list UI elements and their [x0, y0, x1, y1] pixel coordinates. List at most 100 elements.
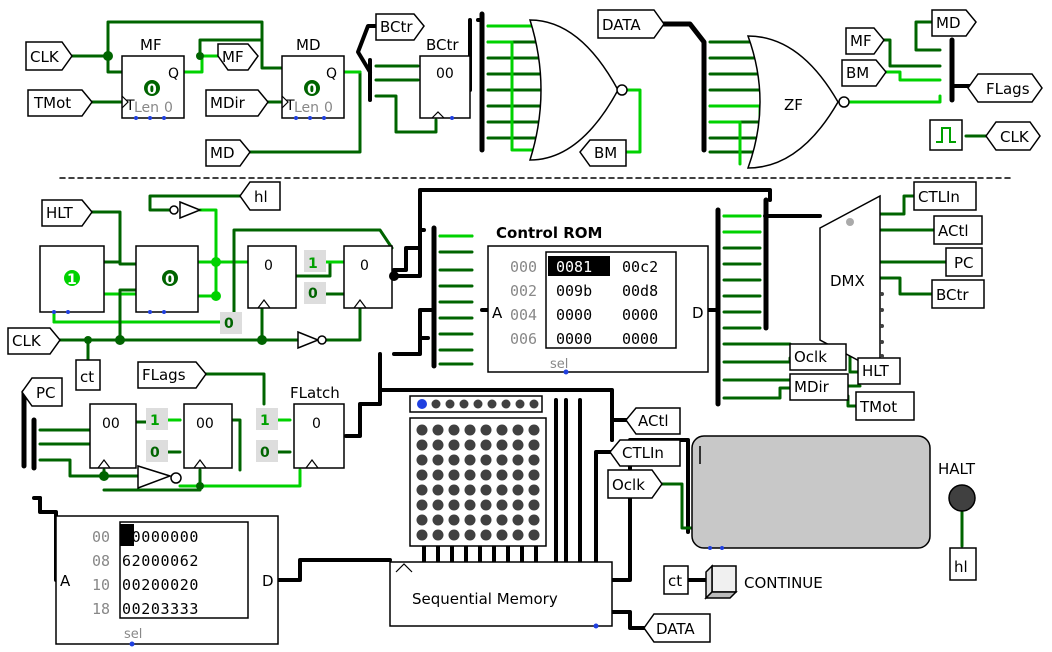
hl-pin-label-2: hl	[954, 558, 968, 576]
led-matrix-dot	[416, 529, 428, 541]
const-zero-4	[256, 440, 278, 462]
continue-button-bottom	[704, 591, 738, 599]
data-output-pin	[643, 613, 711, 643]
zf-nor-gate	[746, 35, 839, 169]
const-one-1	[304, 250, 326, 272]
bctr-register[interactable]	[419, 55, 471, 119]
mf-state-value: 0	[147, 82, 157, 98]
hlt-pin-label-2: HLT	[862, 362, 890, 380]
const-zero-3	[146, 440, 168, 462]
rom-cell-0-1: 00c2	[622, 258, 658, 276]
jk1-state-indicator	[64, 270, 80, 286]
mf-output-pin	[217, 43, 259, 71]
led-matrix-dot	[528, 514, 540, 526]
not-gate-clk-bubble	[317, 335, 327, 345]
continue-button[interactable]	[711, 565, 737, 593]
oclk-input-pin[interactable]	[607, 469, 663, 499]
mdir-pin-label-2: MDir	[794, 378, 830, 396]
hl-output-pin	[239, 181, 281, 211]
bctr-pin-label: BCtr	[380, 18, 413, 36]
ctlin-pin-label-2: CTLIn	[622, 444, 664, 462]
led-matrix-dot	[448, 424, 460, 436]
led-matrix-dot	[448, 439, 460, 451]
rom-cell-1-0: 009b	[556, 282, 592, 300]
rom-selected-cell	[548, 256, 610, 276]
led-matrix-dot	[432, 469, 444, 481]
led-matrix-dot	[480, 439, 492, 451]
md-len-label: Len	[294, 100, 319, 116]
pc-input-pin[interactable]	[21, 377, 63, 407]
mdir-input-pin[interactable]	[205, 89, 269, 117]
md-input-pin[interactable]	[205, 139, 251, 167]
control-rom-title: Control ROM	[496, 224, 602, 242]
led-matrix-dot	[480, 469, 492, 481]
d1-value: 0	[264, 258, 273, 274]
pc-register-2-value: 00	[196, 416, 214, 432]
led-matrix-dot	[416, 469, 428, 481]
rom-addr-1: 002	[510, 282, 537, 300]
led-matrix-dot	[448, 484, 460, 496]
flags-input-pin[interactable]	[137, 361, 207, 389]
actl-input-pin[interactable]	[625, 407, 681, 435]
const-zero-1	[304, 282, 326, 304]
ram-row-0: 00000000	[122, 528, 199, 546]
ctlin-output-pin	[913, 181, 977, 211]
ram-addr-1: 08	[92, 552, 110, 570]
led-matrix	[409, 417, 547, 547]
actl-pin-label-2: ACtl	[638, 412, 669, 430]
led-matrix-dot	[464, 454, 476, 466]
led-matrix-dot	[480, 514, 492, 526]
mf-len-label: Len	[134, 100, 159, 116]
pc-pin-label: PC	[954, 254, 974, 272]
led-matrix-dot	[512, 439, 524, 451]
led-matrix-dot	[528, 424, 540, 436]
pc-pin-label-2: PC	[36, 384, 56, 402]
bm-nor-gate	[528, 19, 619, 161]
data-input-pin[interactable]	[597, 9, 665, 39]
mf-q-label: Q	[168, 66, 179, 82]
clk-pin-label: CLK	[30, 48, 60, 66]
const-one-1-value: 1	[308, 256, 318, 272]
clock-generator[interactable]	[929, 119, 963, 151]
const-zero-2-value: 0	[224, 316, 234, 332]
sequential-memory[interactable]	[389, 561, 613, 627]
tmot-input-pin[interactable]	[27, 89, 93, 117]
const-zero-1-value: 0	[308, 286, 318, 302]
const-zero-2	[220, 312, 242, 334]
dmx-select-dot	[846, 218, 854, 226]
pc-register-1[interactable]	[89, 403, 137, 469]
flatch-register[interactable]	[293, 403, 345, 469]
halt-label: HALT	[938, 460, 976, 478]
led-matrix-dot	[464, 439, 476, 451]
hl-input-pin[interactable]	[949, 547, 977, 581]
bm-input-pin[interactable]	[841, 59, 887, 87]
clk-input-pin[interactable]	[25, 41, 73, 71]
rom-cell-2-0: 0000	[556, 306, 592, 324]
led-matrix-dot	[480, 529, 492, 541]
led-matrix-dot	[416, 514, 428, 526]
clk-input-pin-2[interactable]	[7, 327, 61, 355]
ram-addr-0: 00	[92, 528, 110, 546]
mf-input-pin[interactable]	[845, 27, 885, 55]
d-flipflop-2[interactable]	[343, 245, 393, 309]
jk-flipflop-2[interactable]	[135, 245, 199, 313]
pc-register-2[interactable]	[183, 403, 233, 469]
md-input-pin-right[interactable]	[931, 9, 977, 37]
bctr-input-pin[interactable]	[375, 13, 425, 41]
led-matrix-dot	[528, 484, 540, 496]
ctlin-input-pin[interactable]	[609, 439, 681, 467]
led-matrix-dot	[512, 484, 524, 496]
led-matrix-dot	[448, 514, 460, 526]
bm-pin-label-2: BM	[846, 64, 869, 82]
d-flipflop-1[interactable]	[247, 245, 297, 309]
mdir-pin-label: MDir	[210, 94, 246, 112]
hlt-input-pin[interactable]	[41, 199, 93, 227]
led-matrix-dot	[512, 454, 524, 466]
bm-output-pin	[579, 139, 627, 167]
pc-output-pin	[945, 247, 983, 277]
ram-d-label: D	[262, 572, 274, 590]
ct-input-pin[interactable]	[663, 565, 689, 595]
not-gate-hl	[179, 200, 203, 220]
oclk-pin-label: Oclk	[794, 348, 827, 366]
led-matrix-dot	[512, 499, 524, 511]
